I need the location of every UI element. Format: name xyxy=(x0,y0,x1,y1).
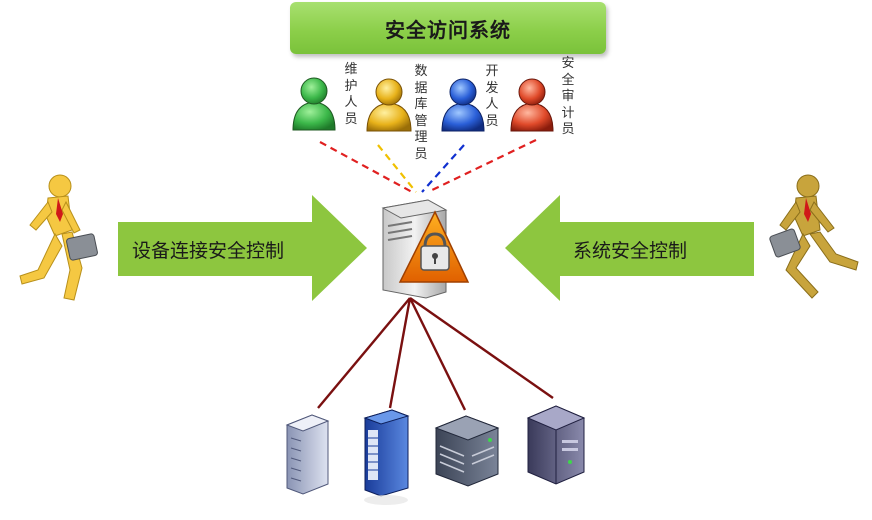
page-title: 安全访问系统 xyxy=(385,17,511,42)
role-links xyxy=(319,139,537,193)
left-arrow-label: 设备连接安全控制 xyxy=(132,240,285,262)
server-links xyxy=(317,297,554,411)
role-label-dba: 数据库管理员 xyxy=(414,64,428,162)
link-dba xyxy=(377,144,417,193)
right-arrow-label: 系统安全控制 xyxy=(573,240,688,262)
link-server-2 xyxy=(388,297,412,409)
link-developer xyxy=(421,144,465,193)
link-server-1 xyxy=(317,297,411,409)
left-arrow xyxy=(118,195,367,301)
walking-businessman-icon-right xyxy=(769,174,859,299)
title-banner: 安全访问系统 xyxy=(290,2,606,54)
person-icon-maintenance xyxy=(292,77,336,131)
right-arrow xyxy=(505,195,754,301)
storage-server-icon xyxy=(526,405,586,485)
link-maintenance xyxy=(319,141,413,193)
rack-server-icon xyxy=(363,409,410,505)
person-icon-dba xyxy=(366,78,412,132)
person-icon-developer xyxy=(441,78,485,132)
link-server-3 xyxy=(408,297,467,411)
gateway-server-lock-icon xyxy=(381,199,470,299)
link-auditor xyxy=(427,139,537,193)
role-label-maintenance: 维护人员 xyxy=(344,62,358,127)
tower-server-icon xyxy=(285,414,330,495)
blade-server-icon xyxy=(434,415,500,487)
walking-businessman-icon-left xyxy=(19,174,98,301)
link-server-4 xyxy=(409,297,554,399)
role-label-auditor: 安全审计员 xyxy=(561,56,575,137)
person-icon-auditor xyxy=(510,78,554,132)
role-label-developer: 开发人员 xyxy=(485,64,499,129)
